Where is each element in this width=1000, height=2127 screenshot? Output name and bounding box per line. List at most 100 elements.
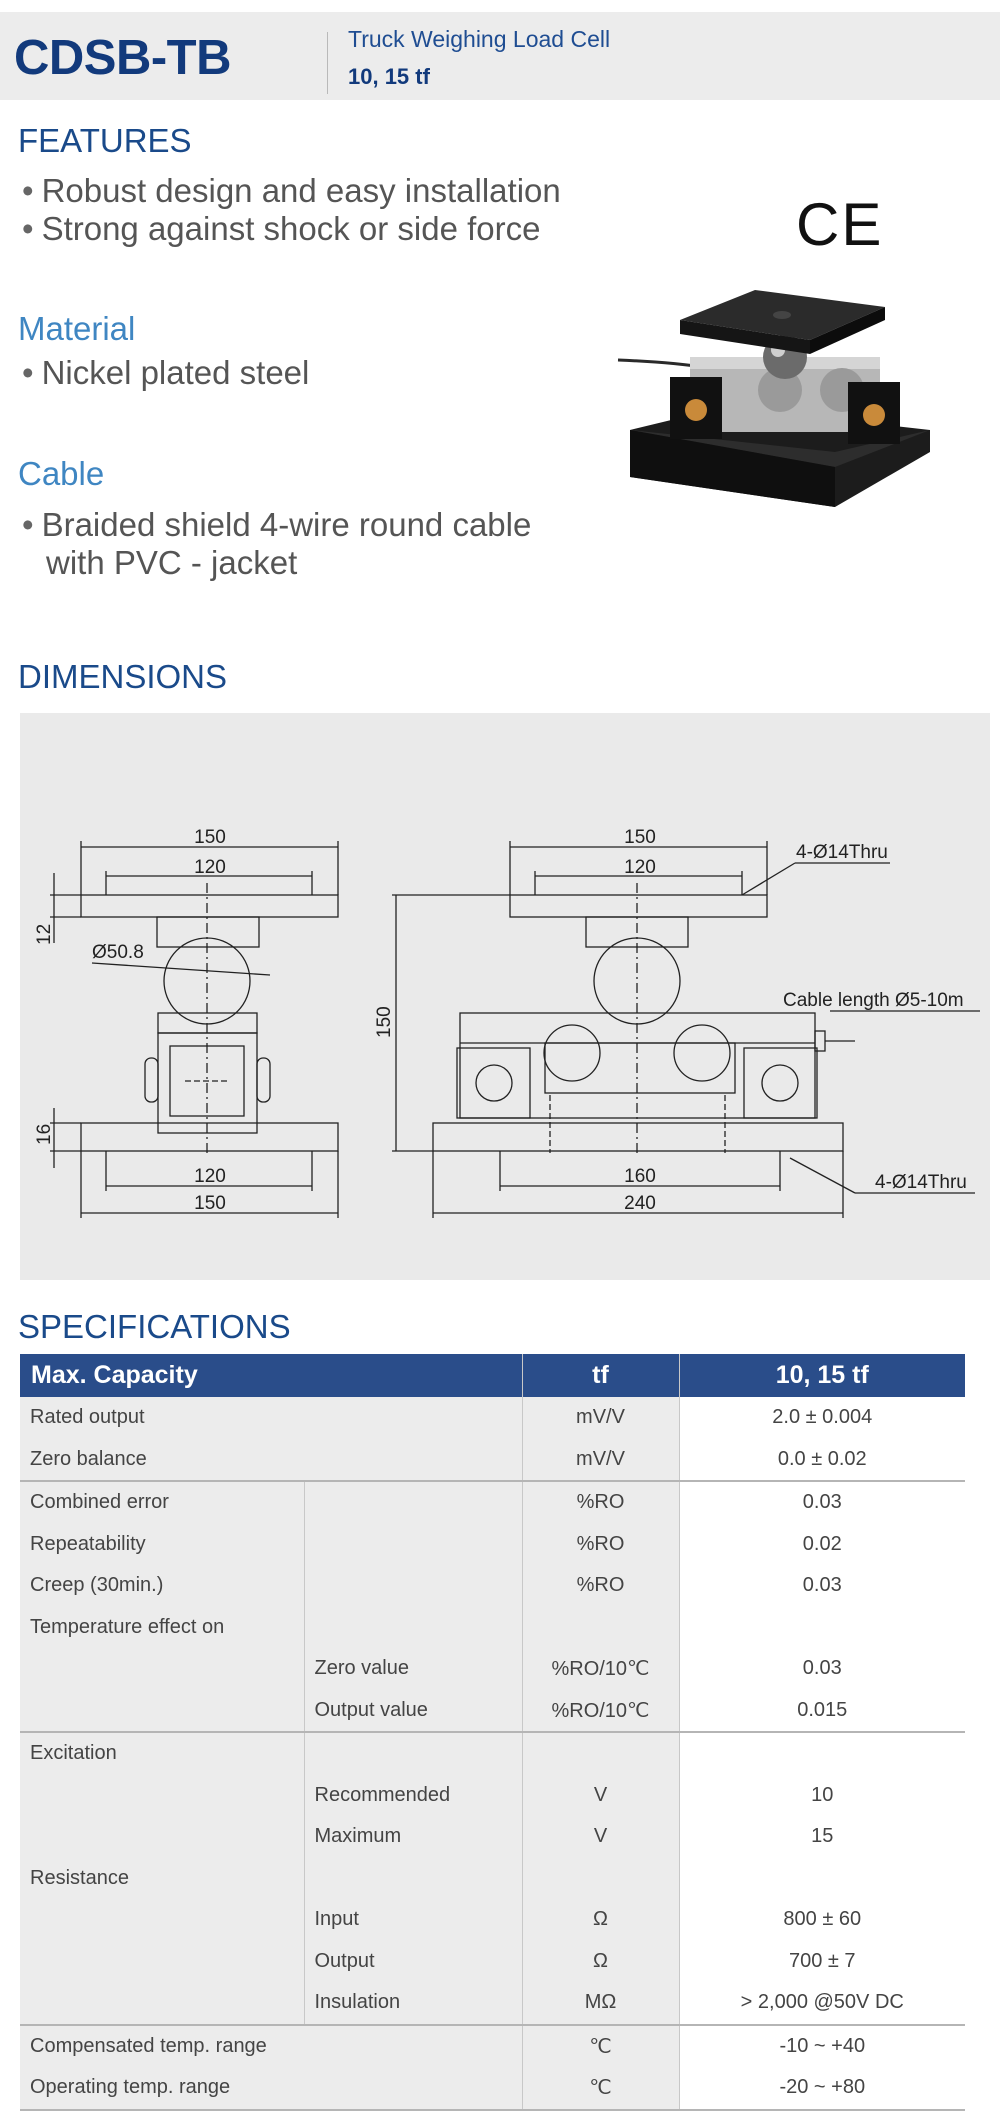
row-sublabel	[303, 1606, 522, 1648]
row-sublabel	[303, 1565, 522, 1607]
row-value	[678, 1857, 965, 1899]
row-label	[20, 1816, 304, 1858]
row-sublabel: Maximum	[303, 1816, 522, 1858]
row-label	[20, 1982, 304, 2026]
row-unit: V	[521, 1816, 679, 1858]
row-sublabel	[303, 1481, 522, 1524]
row-value: 0.03	[678, 1565, 965, 1607]
row-value: > 2,000 @50V DC	[678, 1982, 965, 2026]
table-row: Input Ω 800 ± 60	[20, 1899, 965, 1941]
row-unit: %RO	[521, 1565, 679, 1607]
dim-label: 120	[624, 857, 656, 878]
row-sublabel: Insulation	[303, 1982, 522, 2026]
row-value: 800 ± 60	[678, 1899, 965, 1941]
table-row: Operating temp. range ℃ -20 ~ +80	[20, 2067, 965, 2111]
row-sublabel	[303, 1857, 522, 1899]
row-label: Operating temp. range	[20, 2067, 522, 2111]
row-value: 10	[678, 1774, 965, 1816]
dim-label: 12	[34, 924, 55, 945]
row-unit: %RO/10℃	[521, 1689, 679, 1733]
product-subtitle: Truck Weighing Load Cell	[348, 26, 611, 52]
row-value: 0.0 ± 0.02	[678, 1438, 965, 1482]
table-row: Zero value %RO/10℃ 0.03	[20, 1648, 965, 1690]
dim-label: 4-Ø14Thru	[796, 842, 888, 863]
row-value: -10 ~ +40	[678, 2024, 965, 2067]
specifications-table: Max. Capacity tf 10, 15 tf Rated output …	[20, 1354, 965, 2111]
row-sublabel: Input	[303, 1899, 522, 1941]
row-label: Resistance	[20, 1857, 304, 1899]
feature-item: •Robust design and easy installation	[22, 172, 561, 209]
row-label: Creep (30min.)	[20, 1565, 304, 1607]
table-row: Resistance	[20, 1857, 965, 1899]
header-value: 10, 15 tf	[678, 1354, 965, 1397]
row-value: 0.015	[678, 1689, 965, 1733]
row-value	[678, 1732, 965, 1775]
feature-item: •Strong against shock or side force	[22, 210, 541, 247]
dim-label: 150	[194, 827, 226, 848]
header-param: Max. Capacity	[20, 1354, 522, 1397]
row-sublabel: Output	[303, 1940, 522, 1982]
material-title: Material	[18, 310, 136, 347]
row-unit: Ω	[521, 1940, 679, 1982]
row-unit: MΩ	[521, 1982, 679, 2026]
dim-label: Cable length Ø5-10m	[783, 990, 964, 1011]
material-item: •Nickel plated steel	[22, 354, 310, 391]
table-row: Compensated temp. range ℃ -10 ~ +40	[20, 2024, 965, 2067]
table-row: Output value %RO/10℃ 0.015	[20, 1689, 965, 1733]
model-name: CDSB-TB	[14, 31, 231, 85]
ce-mark: CE	[796, 191, 884, 258]
row-unit: Ω	[521, 1899, 679, 1941]
row-label: Repeatability	[20, 1523, 304, 1565]
row-label: Temperature effect on	[20, 1606, 304, 1648]
row-label: Compensated temp. range	[20, 2024, 522, 2067]
table-row: Creep (30min.) %RO 0.03	[20, 1565, 965, 1607]
table-row: Zero balance mV/V 0.0 ± 0.02	[20, 1438, 965, 1482]
dimensions-drawing: 150 120 12 Ø50.8 16 120 150 150 120 4-Ø1…	[20, 713, 990, 1280]
table-row: Rated output mV/V 2.0 ± 0.004	[20, 1397, 965, 1439]
row-unit	[521, 1857, 679, 1899]
dim-label: Ø50.8	[92, 942, 144, 963]
table-row: Recommended V 10	[20, 1774, 965, 1816]
product-image	[617, 290, 930, 507]
header-divider	[327, 32, 328, 94]
header-bar: CDSB-TB Truck Weighing Load Cell 10, 15 …	[0, 12, 1000, 100]
dim-label: 120	[194, 857, 226, 878]
row-unit: %RO	[521, 1523, 679, 1565]
table-row: Output Ω 700 ± 7	[20, 1940, 965, 1982]
dim-label: 150	[374, 1006, 395, 1038]
row-value: 0.03	[678, 1648, 965, 1690]
row-sublabel: Recommended	[303, 1774, 522, 1816]
table-row: Maximum V 15	[20, 1816, 965, 1858]
cable-title: Cable	[18, 455, 105, 492]
cable-item-cont: with PVC - jacket	[46, 544, 298, 581]
row-sublabel	[303, 1732, 522, 1775]
dim-label: 150	[194, 1193, 226, 1214]
row-value: 0.02	[678, 1523, 965, 1565]
table-row: Combined error %RO 0.03	[20, 1481, 965, 1524]
table-row: Temperature effect on	[20, 1606, 965, 1648]
row-label: Rated output	[20, 1397, 522, 1439]
cable-item: •Braided shield 4-wire round cable	[22, 506, 532, 543]
row-unit: mV/V	[521, 1438, 679, 1482]
row-unit: %RO	[521, 1481, 679, 1524]
row-label	[20, 1648, 304, 1690]
row-sublabel	[303, 1523, 522, 1565]
row-value: -20 ~ +80	[678, 2067, 965, 2111]
row-unit: ℃	[521, 2024, 679, 2067]
row-value: 0.03	[678, 1481, 965, 1524]
table-header-row: Max. Capacity tf 10, 15 tf	[20, 1354, 965, 1397]
table-row: Repeatability %RO 0.02	[20, 1523, 965, 1565]
specifications-title: SPECIFICATIONS	[18, 1308, 291, 1345]
row-unit: %RO/10℃	[521, 1648, 679, 1690]
header-unit: tf	[521, 1354, 679, 1397]
row-sublabel: Output value	[303, 1689, 522, 1733]
row-unit: mV/V	[521, 1397, 679, 1439]
dim-label: 4-Ø14Thru	[875, 1172, 967, 1193]
dimensions-title: DIMENSIONS	[18, 658, 228, 695]
row-label: Excitation	[20, 1732, 304, 1775]
row-sublabel: Zero value	[303, 1648, 522, 1690]
dim-label: 16	[34, 1124, 55, 1145]
row-value: 700 ± 7	[678, 1940, 965, 1982]
row-label: Zero balance	[20, 1438, 522, 1482]
capacity-label: 10, 15 tf	[348, 64, 430, 89]
